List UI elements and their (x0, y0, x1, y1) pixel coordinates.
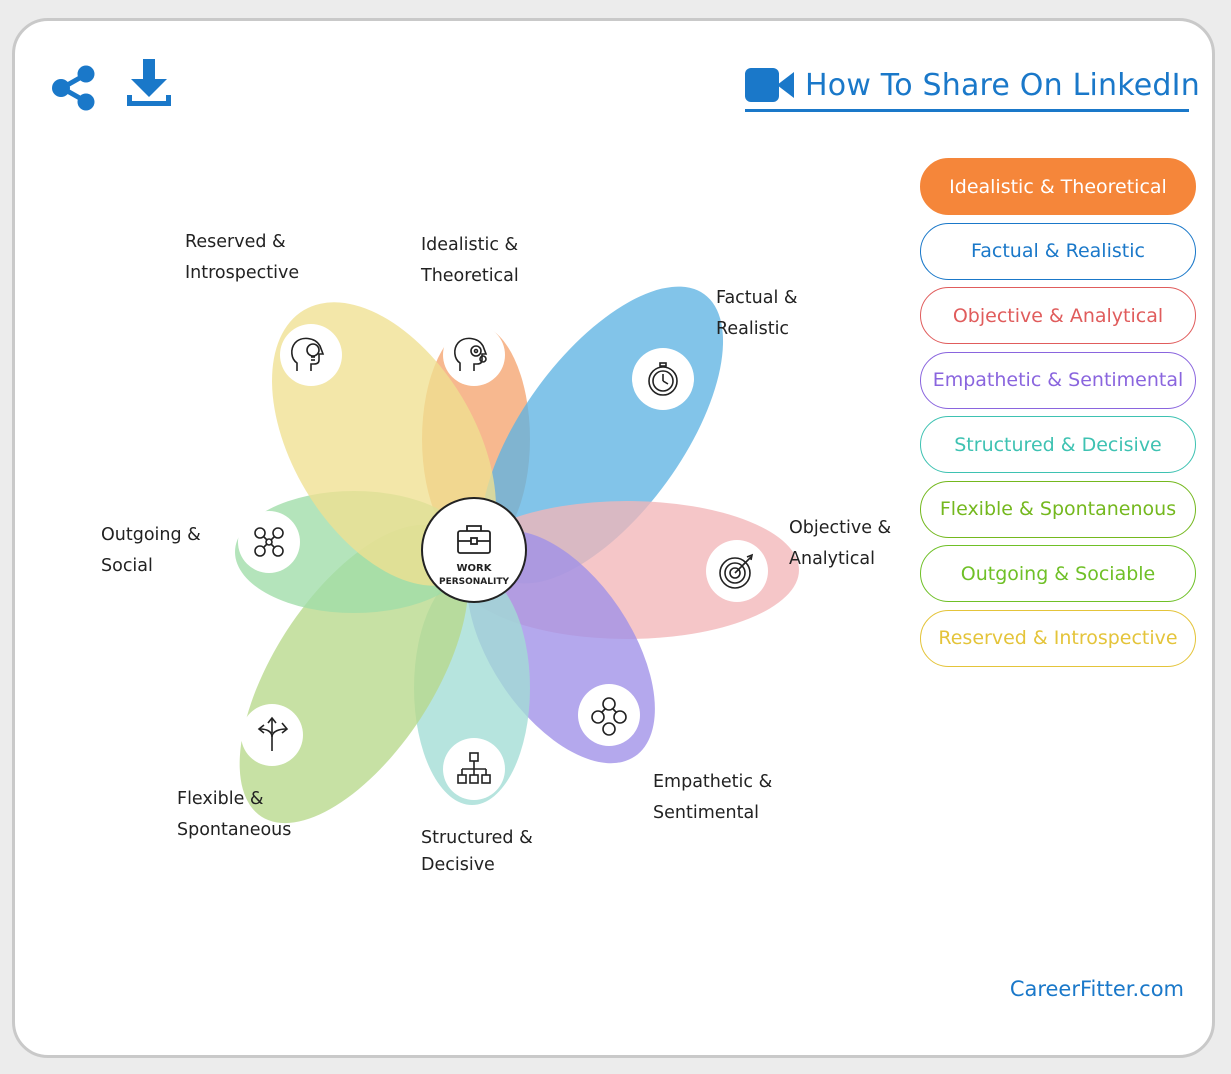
center-line2: PERSONALITY (439, 577, 510, 587)
petal-label-idealistic: Idealistic & Theoretical (421, 235, 519, 286)
org-chart-icon (457, 752, 491, 784)
center-hub: WORK PERSONALITY (421, 497, 527, 603)
legend-pill-idealistic-theoretical[interactable]: Idealistic & Theoretical (920, 158, 1196, 215)
careerfitter-link[interactable]: CareerFitter.com (1009, 977, 1184, 1001)
work-personality-diagram: WORK PERSONALITY Idealistic & Theoretica… (15, 21, 1212, 1055)
petal-label-reserved: Reserved & Introspective (185, 232, 300, 283)
petal-label-structured: Structured & Decisive (421, 828, 533, 875)
download-button[interactable] (125, 57, 173, 107)
network-people-icon (254, 527, 284, 557)
split-arrows-icon (257, 716, 289, 751)
briefcase-icon (457, 525, 491, 554)
center-line1: WORK (457, 563, 493, 574)
petal-label-empathetic: Empathetic & Sentimental (653, 772, 773, 823)
petal-label-objective: Objective & Analytical (789, 518, 892, 569)
petal-label-flexible: Flexible & Spontaneous (177, 789, 292, 840)
legend-pill-outgoing-sociable[interactable]: Outgoing & Sociable (920, 545, 1196, 602)
petal-label-outgoing: Outgoing & Social (101, 525, 201, 576)
stopwatch-icon (648, 362, 678, 396)
petal-icon-circle-empathetic (578, 684, 640, 746)
head-lightbulb-icon (291, 337, 325, 371)
emotion-faces-icon (591, 697, 627, 736)
download-icon (127, 59, 171, 106)
target-icon (719, 553, 754, 589)
share-button[interactable] (51, 65, 97, 111)
results-card: How To Share On LinkedIn WORK PERSONALIT… (12, 18, 1215, 1058)
petal-label-factual: Factual & Realistic (716, 288, 798, 339)
legend-pill-objective-analytical[interactable]: Objective & Analytical (920, 287, 1196, 344)
legend-pill-structured-decisive[interactable]: Structured & Decisive (920, 416, 1196, 473)
legend-pill-reserved-introspective[interactable]: Reserved & Introspective (920, 609, 1196, 667)
legend-pill-empathetic-sentimental[interactable]: Empathetic & Sentimental (920, 351, 1196, 409)
head-gears-icon (454, 337, 488, 371)
legend-pill-flexible-spontanenous[interactable]: Flexible & Spontanenous (920, 480, 1196, 538)
how-to-share-linkedin-link[interactable]: How To Share On LinkedIn (745, 61, 1200, 112)
flower-svg: WORK PERSONALITY (235, 286, 799, 824)
petal-icon-circle-outgoing (238, 511, 300, 573)
video-camera-icon (745, 68, 795, 102)
share-icon (52, 65, 95, 111)
legend-pill-factual-realistic[interactable]: Factual & Realistic (920, 222, 1196, 280)
linkedin-link-text: How To Share On LinkedIn (805, 67, 1200, 103)
